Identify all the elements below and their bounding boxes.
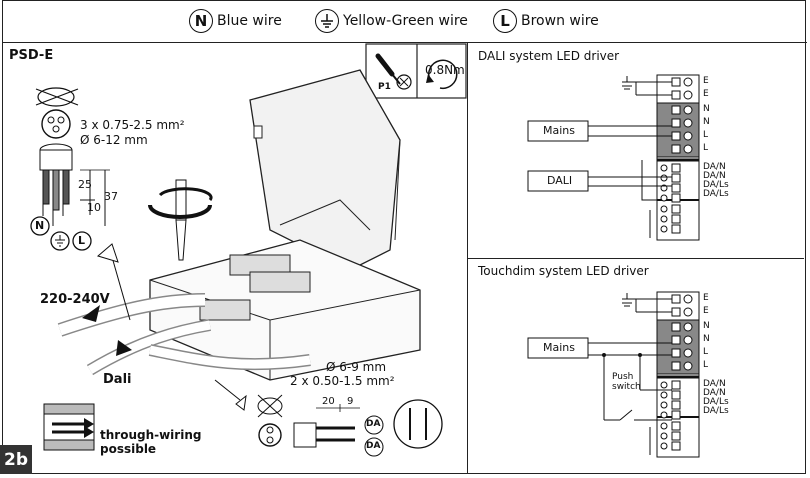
dim-9: 9 bbox=[347, 396, 354, 407]
dali-terminal-10: DA/Ls bbox=[703, 189, 729, 199]
touchdim-terminal-5: L bbox=[703, 347, 709, 357]
through-wiring-line1: through-wiring bbox=[100, 428, 202, 442]
earth-symbol-icon bbox=[315, 9, 339, 33]
torque-label: 0.8Nm bbox=[425, 63, 465, 77]
live-symbol-icon: L bbox=[493, 9, 517, 33]
touchdim-panel-title: Touchdim system LED driver bbox=[478, 264, 649, 278]
wire-l-label: L bbox=[78, 234, 86, 247]
dali-mains-label: Mains bbox=[543, 124, 575, 137]
psd-e-title: PSD-E bbox=[9, 48, 54, 63]
touchdim-terminal-2: E bbox=[703, 306, 709, 316]
dim-10: 10 bbox=[87, 201, 101, 214]
through-wiring-line2: possible bbox=[100, 442, 157, 456]
touchdim-terminal-10: DA/Ls bbox=[703, 406, 729, 416]
live-label: Brown wire bbox=[521, 13, 599, 29]
dali-bus-label: DALI bbox=[547, 174, 573, 187]
dali-terminal-6: L bbox=[703, 143, 709, 153]
touchdim-terminal-8: DA/N bbox=[703, 388, 726, 398]
tool-label: P1 bbox=[378, 82, 391, 92]
dali-spec-line2: 2 x 0.50-1.5 mm² bbox=[290, 374, 395, 388]
dim-20: 20 bbox=[322, 396, 335, 407]
legend-earth: Yellow-Green wire bbox=[315, 9, 468, 33]
dali-terminal-5: L bbox=[703, 130, 709, 140]
dim-37: 37 bbox=[104, 190, 118, 203]
da-label-2: DA bbox=[366, 441, 381, 451]
neutral-label: Blue wire bbox=[217, 13, 282, 29]
dali-terminal-9: DA/Ls bbox=[703, 180, 729, 190]
earth-label: Yellow-Green wire bbox=[343, 13, 468, 29]
figure-badge: 2b bbox=[0, 445, 32, 474]
dali-spec-line1: Ø 6-9 mm bbox=[326, 360, 387, 374]
touchdim-terminal-3: N bbox=[703, 321, 710, 331]
neutral-symbol-icon: N bbox=[189, 9, 213, 33]
touchdim-terminal-9: DA/Ls bbox=[703, 397, 729, 407]
cable-spec-line2: Ø 6-12 mm bbox=[80, 133, 148, 147]
touchdim-terminal-6: L bbox=[703, 360, 709, 370]
dali-panel-title: DALI system LED driver bbox=[478, 49, 620, 63]
psd-e-illustration bbox=[30, 43, 467, 457]
panel-divider-horizontal bbox=[467, 258, 804, 259]
dim-25: 25 bbox=[78, 178, 92, 191]
dali-terminal-8: DA/N bbox=[703, 171, 726, 181]
voltage-label: 220-240V bbox=[40, 292, 110, 307]
touchdim-schematic bbox=[527, 291, 700, 458]
dali-cable-label: Dali bbox=[103, 372, 132, 387]
push-switch-line1: Push bbox=[612, 372, 634, 382]
wire-color-legend: N Blue wire Yellow-Green wire L Brown wi… bbox=[3, 1, 807, 43]
cable-spec-line1: 3 x 0.75-2.5 mm² bbox=[80, 118, 185, 132]
da-label-1: DA bbox=[366, 419, 381, 429]
wire-n-label: N bbox=[35, 219, 45, 232]
legend-live: L Brown wire bbox=[493, 9, 599, 33]
dali-terminal-2: E bbox=[703, 89, 709, 99]
touchdim-mains-label: Mains bbox=[543, 341, 575, 354]
dali-terminal-3: N bbox=[703, 104, 710, 114]
dali-schematic bbox=[527, 74, 700, 241]
touchdim-terminal-1: E bbox=[703, 293, 709, 303]
touchdim-terminal-7: DA/N bbox=[703, 379, 726, 389]
dali-terminal-1: E bbox=[703, 76, 709, 86]
legend-neutral: N Blue wire bbox=[189, 9, 282, 33]
dali-terminal-7: DA/N bbox=[703, 162, 726, 172]
push-switch-line2: switch bbox=[612, 382, 641, 392]
dali-terminal-4: N bbox=[703, 117, 710, 127]
touchdim-terminal-4: N bbox=[703, 334, 710, 344]
